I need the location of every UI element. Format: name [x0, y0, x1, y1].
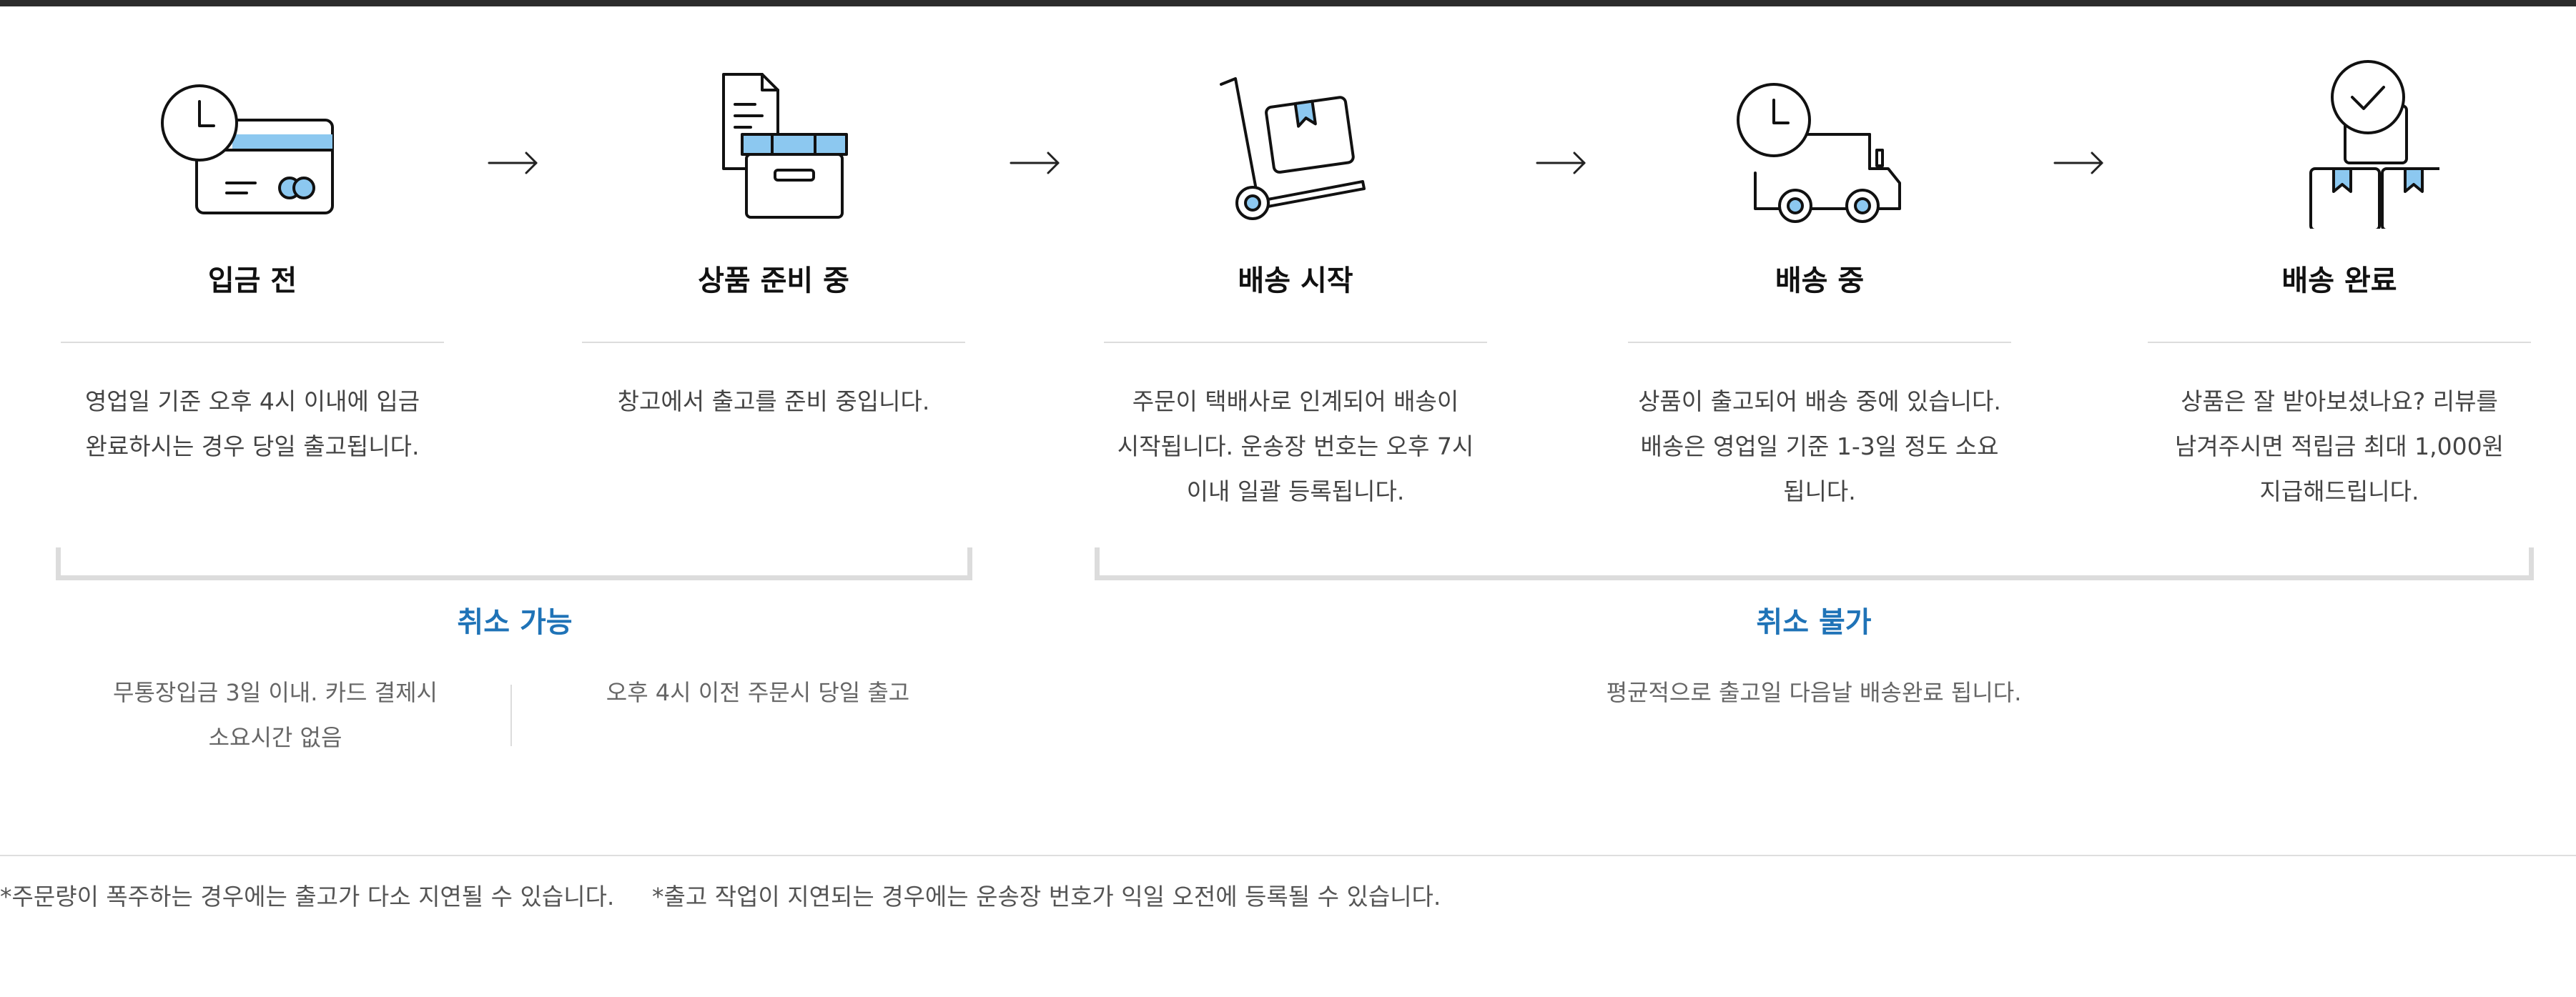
notes-separator	[510, 685, 512, 746]
arrow-right-icon	[2053, 152, 2103, 174]
step-description: 영업일 기준 오후 4시 이내에 입금 완료하시는 경우 당일 출고됩니다.	[84, 387, 420, 460]
step-title: 배송 완료	[2281, 264, 2397, 297]
step-description: 창고에서 출고를 준비 중입니다.	[617, 387, 930, 415]
step-description: 상품이 출고되어 배송 중에 있습니다. 배송은 영업일 기준 1-3일 정도 …	[1638, 387, 2001, 505]
footnote: *주문량이 폭주하는 경우에는 출고가 다소 지연될 수 있습니다.	[0, 883, 615, 911]
step-shipping-started: 배송 시작 주문이 택배사로 인계되어 배송이 시작됩니다. 운송장 번호는 오…	[1104, 43, 1487, 505]
step-title: 상품 준비 중	[698, 264, 849, 297]
cancel-impossible-bracket	[1095, 547, 2534, 580]
hand-truck-icon	[1220, 77, 1366, 220]
step-divider	[582, 342, 965, 343]
footnote: *출고 작업이 지연되는 경우에는 운송장 번호가 익일 오전에 등록될 수 있…	[652, 883, 1441, 911]
step-divider	[1628, 342, 2011, 343]
cancel-possible-note: 오후 4시 이전 주문시 당일 출고	[606, 679, 910, 706]
step-divider	[1104, 342, 1487, 343]
cancel-possible-note: 무통장입금 3일 이내. 카드 결제시 소요시간 없음	[113, 679, 438, 751]
cancel-possible-bracket	[56, 547, 972, 580]
step-title: 배송 시작	[1238, 264, 1353, 297]
credit-card-clock-icon	[161, 84, 334, 214]
cancel-impossible-note: 평균적으로 출고일 다음날 배송완료 됩니다.	[1606, 679, 2022, 706]
delivery-truck-clock-icon	[1737, 83, 1901, 223]
cancel-possible-label: 취소 가능	[457, 606, 573, 639]
top-bar	[0, 0, 2576, 6]
step-title: 입금 전	[207, 264, 297, 297]
step-deposit-pending: 입금 전 영업일 기준 오후 4시 이내에 입금 완료하시는 경우 당일 출고됩…	[61, 43, 444, 460]
step-preparing: 상품 준비 중 창고에서 출고를 준비 중입니다.	[582, 43, 965, 415]
step-delivered: 배송 완료 상품은 잘 받아보셨나요? 리뷰를 남겨주시면 적립금 최대 1,0…	[2148, 43, 2531, 505]
box-document-icon	[722, 73, 848, 219]
step-title: 배송 중	[1775, 264, 1865, 297]
footer-divider	[0, 855, 2576, 856]
boxes-check-icon	[2309, 60, 2439, 229]
arrow-right-icon	[1536, 152, 1586, 174]
step-description: 상품은 잘 받아보셨나요? 리뷰를 남겨주시면 적립금 최대 1,000원 지급…	[2175, 387, 2504, 505]
arrow-right-icon	[488, 152, 538, 174]
step-description: 주문이 택배사로 인계되어 배송이 시작됩니다. 운송장 번호는 오후 7시 이…	[1117, 387, 1474, 505]
step-divider	[2148, 342, 2531, 343]
arrow-right-icon	[1010, 152, 1060, 174]
step-divider	[61, 342, 444, 343]
cancel-impossible-label: 취소 불가	[1756, 606, 1872, 639]
step-in-transit: 배송 중 상품이 출고되어 배송 중에 있습니다. 배송은 영업일 기준 1-3…	[1628, 43, 2011, 505]
